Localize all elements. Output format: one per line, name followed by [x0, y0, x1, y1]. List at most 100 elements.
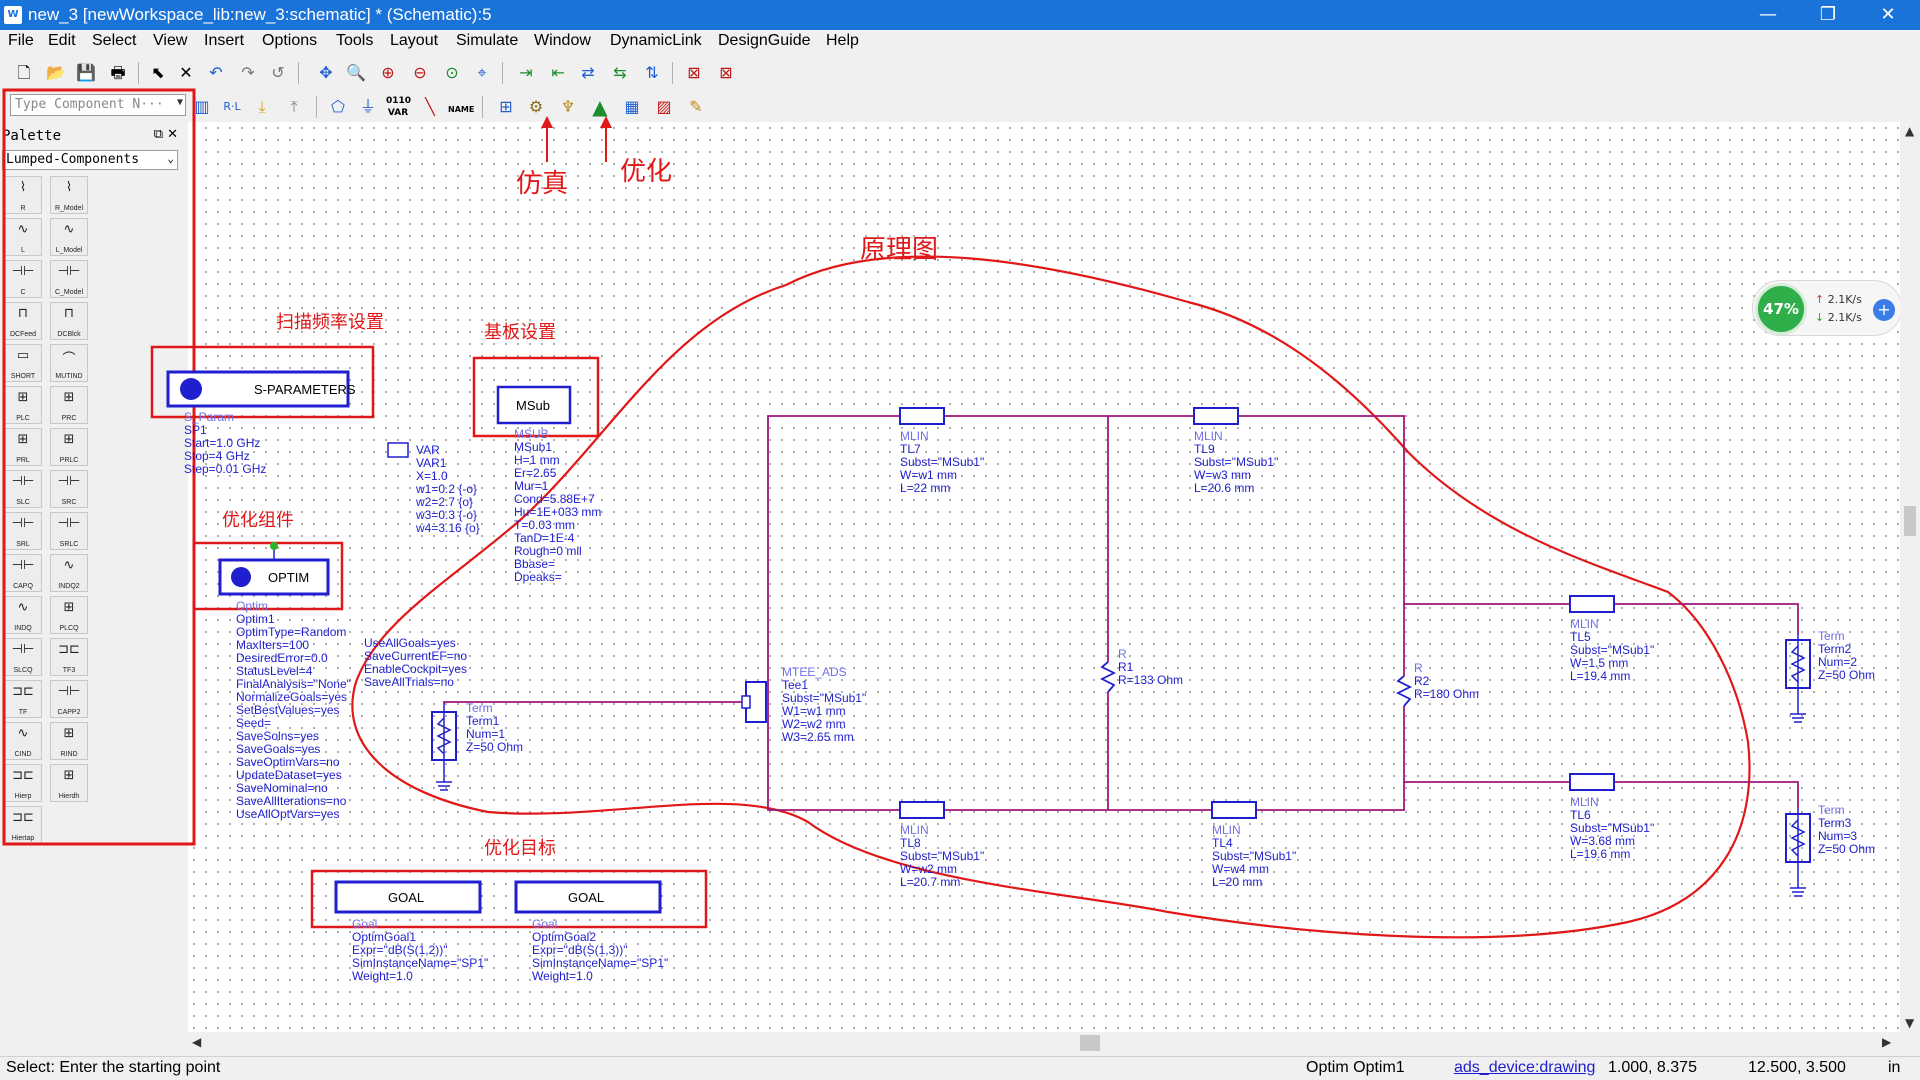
palette-item-l_model[interactable]: ∿L_Model [50, 218, 88, 256]
palette-item-capp2[interactable]: ⊣⊢CAPP2 [50, 680, 88, 718]
menu-view[interactable]: View [153, 32, 188, 49]
sparam-block[interactable] [166, 370, 350, 408]
generate-layout-icon[interactable]: ⇄ [581, 63, 595, 82]
palette-window-buttons[interactable]: ⧉ ✕ [153, 127, 178, 142]
horizontal-scrollbar[interactable]: ◀ ▶ [188, 1032, 1900, 1054]
vertical-scroll-thumb[interactable] [1904, 506, 1916, 536]
component-library-icon[interactable]: ▥ [194, 97, 210, 116]
palette-item-mutind[interactable]: ⌒MUTIND [50, 344, 88, 382]
tl5-symbol[interactable] [1569, 595, 1615, 613]
select-arrow-icon[interactable]: ⬉ [151, 63, 165, 82]
palette-item-slc[interactable]: ⊣⊢SLC [4, 470, 42, 508]
install-icon[interactable]: ⤓ [258, 97, 266, 116]
ground-icon[interactable]: ⏚ [359, 97, 376, 116]
tl7-symbol[interactable] [899, 407, 945, 425]
palette-item-plcq[interactable]: ⊞PLCQ [50, 596, 88, 634]
goal2-block[interactable] [514, 880, 662, 914]
upload-icon[interactable]: ⤒ [290, 97, 298, 116]
move-icon[interactable]: ✥ [319, 63, 333, 82]
zoom-area-icon[interactable]: 🔍 [346, 63, 366, 82]
r1-symbol[interactable] [1099, 661, 1117, 693]
delete-icon[interactable]: ✕ [179, 63, 193, 82]
msub-block[interactable] [496, 385, 572, 425]
tl9-symbol[interactable] [1193, 407, 1239, 425]
palette-item-c_model[interactable]: ⊣⊢C_Model [50, 260, 88, 298]
edit-component-icon[interactable]: ⊞ [499, 97, 513, 116]
palette-item-plc[interactable]: ⊞PLC [4, 386, 42, 424]
menu-simulate[interactable]: Simulate [456, 32, 519, 49]
pop-out-hierarchy-icon[interactable]: ⇤ [551, 63, 565, 82]
palette-item-c[interactable]: ⊣⊢C [4, 260, 42, 298]
tl8-symbol[interactable] [899, 801, 945, 819]
menu-file[interactable]: File [8, 32, 34, 49]
palette-item-tf[interactable]: ⊐⊏TF [4, 680, 42, 718]
chevron-down-icon[interactable]: ⌄ [167, 152, 174, 165]
menu-dynamiclink[interactable]: DynamicLink [610, 32, 702, 49]
menu-help[interactable]: Help [826, 32, 859, 49]
palette-item-r[interactable]: ⌇R [4, 176, 42, 214]
port-icon[interactable]: ⬠ [331, 97, 345, 116]
deactivate-icon[interactable]: ⊠ [687, 63, 701, 82]
tl4-symbol[interactable] [1211, 801, 1257, 819]
scroll-left-icon[interactable]: ◀ [192, 1035, 202, 1049]
zoom-in-icon[interactable]: ⊕ [381, 63, 395, 82]
palette-item-hiertap[interactable]: ⊐⊏Hiertap [4, 806, 42, 844]
palette-item-capq[interactable]: ⊣⊢CAPQ [4, 554, 42, 592]
palette-item-prl[interactable]: ⊞PRL [4, 428, 42, 466]
menu-window[interactable]: Window [534, 32, 591, 49]
palette-item-tf3[interactable]: ⊐⊏TF3 [50, 638, 88, 676]
wire-label-icon[interactable]: NAME [448, 105, 475, 114]
component-search-combo[interactable]: Type Component N··· ▼ [10, 94, 186, 116]
menu-options[interactable]: Options [262, 32, 318, 49]
print-icon[interactable]: 🖶 [110, 63, 126, 82]
menu-layout[interactable]: Layout [390, 32, 439, 49]
term1-symbol[interactable] [431, 704, 457, 791]
palette-item-l[interactable]: ∿L [4, 218, 42, 256]
horizontal-scroll-thumb[interactable] [1080, 1035, 1100, 1051]
palette-item-slcq[interactable]: ⊣⊢SLCQ [4, 638, 42, 676]
chevron-down-icon[interactable]: ▼ [176, 97, 183, 108]
palette-category-select[interactable]: Lumped-Components ⌄ [2, 150, 178, 170]
scroll-down-icon[interactable]: ▼ [1905, 1016, 1915, 1030]
tl6-symbol[interactable] [1569, 773, 1615, 791]
goal1-block[interactable] [334, 880, 482, 914]
pan-icon[interactable]: ⌖ [477, 63, 487, 82]
palette-item-src[interactable]: ⊣⊢SRC [50, 470, 88, 508]
close-button[interactable]: ✕ [1880, 4, 1896, 25]
palette-item-short[interactable]: ▭SHORT [4, 344, 42, 382]
display-component-library-icon[interactable]: R·L [223, 100, 241, 113]
var-block[interactable] [387, 442, 409, 458]
menu-insert[interactable]: Insert [204, 32, 245, 49]
push-into-hierarchy-icon[interactable]: ⇥ [519, 63, 533, 82]
plus-icon[interactable]: + [1873, 299, 1895, 321]
tune-icon[interactable]: ♆ [560, 97, 576, 116]
vertical-scrollbar[interactable]: ▲ ▼ [1900, 122, 1920, 1032]
network-speed-widget[interactable]: 47% ↑ 2.1K/s ↓ 2.1K/s + [1752, 280, 1902, 336]
r2-symbol[interactable] [1395, 675, 1413, 707]
tee-symbol[interactable] [741, 681, 767, 723]
menu-designguide[interactable]: DesignGuide [718, 32, 811, 49]
scroll-right-icon[interactable]: ▶ [1882, 1035, 1892, 1049]
palette-item-dcblck[interactable]: ⊓DCBlck [50, 302, 88, 340]
redo-icon[interactable]: ↷ [241, 63, 255, 82]
short-icon[interactable]: ⊠ [719, 63, 733, 82]
palette-item-indq2[interactable]: ∿INDQ2 [50, 554, 88, 592]
palette-item-cind[interactable]: ∿CIND [4, 722, 42, 760]
palette-item-r_model[interactable]: ⌇R_Model [50, 176, 88, 214]
scroll-up-icon[interactable]: ▲ [1905, 124, 1915, 138]
data-display-icon[interactable]: ▨ [656, 97, 672, 116]
menu-select[interactable]: Select [92, 32, 137, 49]
palette-item-srl[interactable]: ⊣⊢SRL [4, 512, 42, 550]
new-file-icon[interactable]: 🗋 [17, 63, 31, 82]
open-folder-icon[interactable]: 📂 [46, 63, 66, 82]
palette-item-hierp[interactable]: ⊐⊏Hierp [4, 764, 42, 802]
palette-item-srlc[interactable]: ⊣⊢SRLC [50, 512, 88, 550]
results-display-icon[interactable]: ▦ [624, 97, 640, 116]
minimize-button[interactable]: — [1759, 4, 1777, 25]
layout-sync-icon[interactable]: ⇅ [645, 63, 659, 82]
palette-item-prc[interactable]: ⊞PRC [50, 386, 88, 424]
menu-edit[interactable]: Edit [48, 32, 76, 49]
palette-item-dcfeed[interactable]: ⊓DCFeed [4, 302, 42, 340]
palette-item-hierdh[interactable]: ⊞Hierdh [50, 764, 88, 802]
